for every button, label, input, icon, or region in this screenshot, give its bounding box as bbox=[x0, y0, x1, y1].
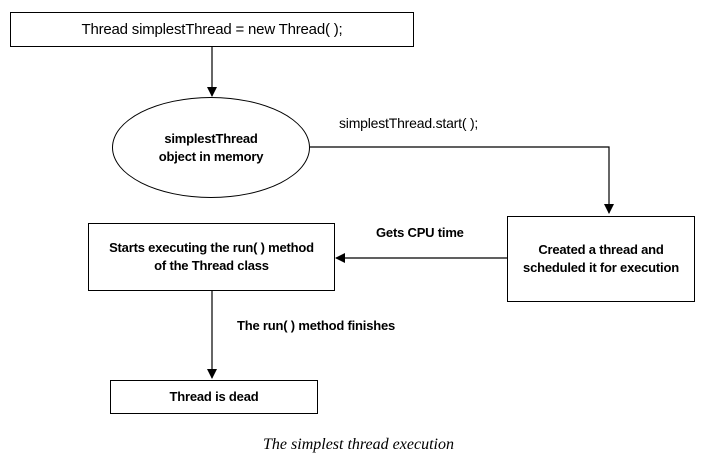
starts-executing-label: Starts executing the run( ) method of th… bbox=[109, 240, 314, 273]
object-in-memory-label: simplestThread object in memory bbox=[158, 130, 264, 164]
gets-cpu-label: Gets CPU time bbox=[376, 225, 464, 240]
object-in-memory-ellipse: simplestThread object in memory bbox=[112, 97, 310, 198]
thread-dead-label: Thread is dead bbox=[169, 389, 259, 404]
run-finishes-label: The run( ) method finishes bbox=[237, 318, 396, 333]
new-thread-box: Thread simplestThread = new Thread( ); bbox=[10, 12, 414, 47]
created-thread-label: Created a thread and scheduled it for ex… bbox=[523, 242, 679, 275]
new-thread-label: Thread simplestThread = new Thread( ); bbox=[81, 20, 343, 38]
starts-executing-box: Starts executing the run( ) method of th… bbox=[88, 223, 335, 291]
figure-caption: The simplest thread execution bbox=[263, 436, 454, 453]
start-call-label: simplestThread.start( ); bbox=[339, 115, 479, 131]
created-thread-box: Created a thread and scheduled it for ex… bbox=[507, 216, 695, 302]
thread-dead-box: Thread is dead bbox=[110, 380, 318, 414]
arrow-object-to-created bbox=[310, 146, 614, 214]
